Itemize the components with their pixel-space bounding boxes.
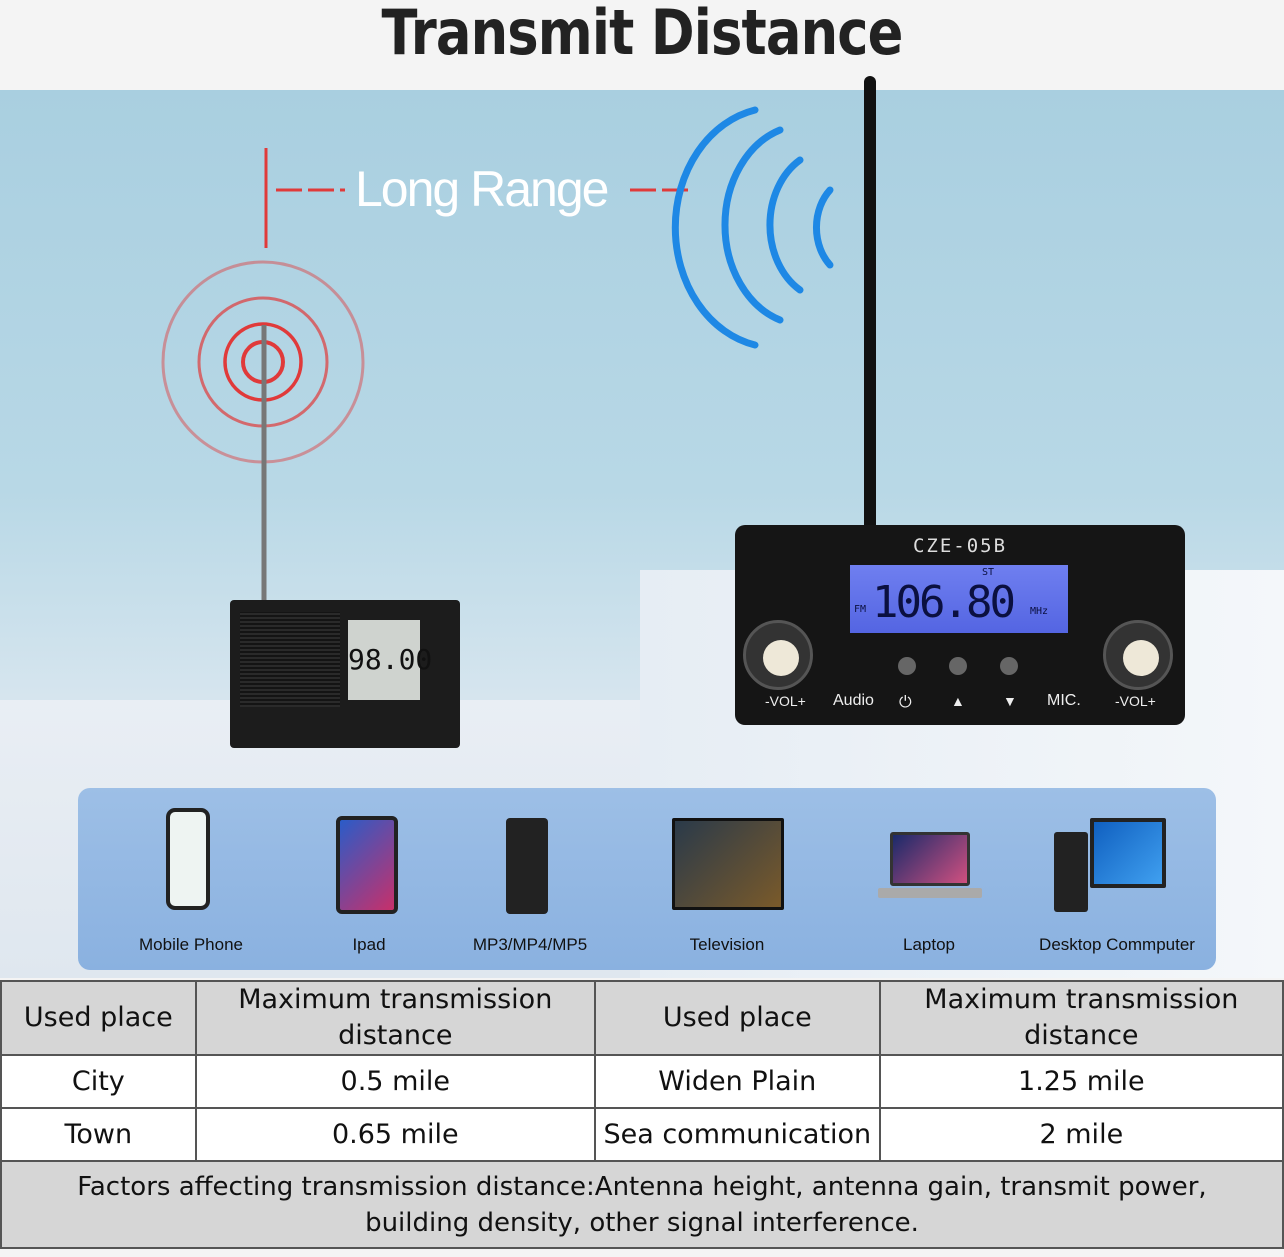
device-label: Ipad [352,935,386,954]
blue-signal-icon [671,106,834,349]
power-button[interactable] [898,657,916,675]
compatible-devices-strip: Mobile Phone Ipad MP3/MP4/MP5 Television… [78,788,1216,970]
mp3-player-icon [506,818,548,914]
header-cell: Maximum transmission distance [194,980,596,1056]
band-label: FM [854,604,867,615]
table-cell: 0.65 mile [194,1107,596,1162]
mobile-phone-icon [166,808,210,910]
up-button[interactable] [949,657,967,675]
up-arrow-icon: ▲ [951,693,965,709]
page-title: Transmit Distance [381,0,903,69]
header-cell: Used place [593,980,881,1056]
audio-label: Audio [833,692,874,709]
down-button[interactable] [1000,657,1018,675]
table-row: City 0.5 mile Widen Plain 1.25 mile [0,1054,1284,1109]
mic-label: MIC. [1047,692,1081,709]
laptop-icon [890,832,970,886]
portable-radio: 98.00 [230,600,460,748]
device-label: MP3/MP4/MP5 [472,935,588,954]
model-label: CZE-05B [912,535,1008,557]
down-arrow-icon: ▼ [1003,693,1017,709]
table-cell: Town [0,1107,197,1162]
desktop-tower-icon [1054,832,1088,912]
vol-label: -VOL+ [1115,693,1156,709]
television-icon [672,818,784,910]
footer-note: Factors affecting transmission distance:… [0,1160,1284,1249]
table-cell: 2 mile [878,1107,1284,1162]
device-label: Desktop Commputer [1039,935,1195,954]
unit-label: MHz [1030,606,1049,617]
header-cell: Maximum transmission distance [878,980,1284,1056]
device-label: Mobile Phone [139,935,243,954]
table-cell: Sea communication [593,1107,881,1162]
ipad-icon [336,816,398,914]
frequency-value: 106.80 [872,577,1016,628]
range-label: Long Range [355,161,609,217]
stereo-label: ST [982,567,995,578]
header-cell: Used place [0,980,197,1056]
signal-graphics [161,76,876,600]
power-icon: ⏻ [899,694,912,711]
volume-knob-audio[interactable] [743,620,813,690]
distance-table: Used place Maximum transmission distance… [0,980,1284,1249]
device-label: Television [689,935,765,954]
laptop-base [878,888,982,898]
table-footer-row: Factors affecting transmission distance:… [0,1160,1284,1249]
table-row: Town 0.65 mile Sea communication 2 mile [0,1107,1284,1162]
speaker-grill [240,612,340,707]
table-cell: Widen Plain [593,1054,881,1109]
device-label: Laptop [903,935,955,954]
frequency-display: FM ST 106.80 MHz [850,565,1068,633]
volume-knob-mic[interactable] [1103,620,1173,690]
desktop-monitor-icon [1090,818,1166,888]
table-cell: 0.5 mile [194,1054,596,1109]
table-cell: 1.25 mile [878,1054,1284,1109]
table-cell: City [0,1054,197,1109]
vol-label: -VOL+ [765,693,806,709]
table-header-row: Used place Maximum transmission distance… [0,980,1284,1056]
fm-transmitter: CZE-05B FM ST 106.80 MHz -VOL+ Audio ⏻ ▲… [735,525,1185,725]
radio-display: 98.00 [348,620,432,700]
